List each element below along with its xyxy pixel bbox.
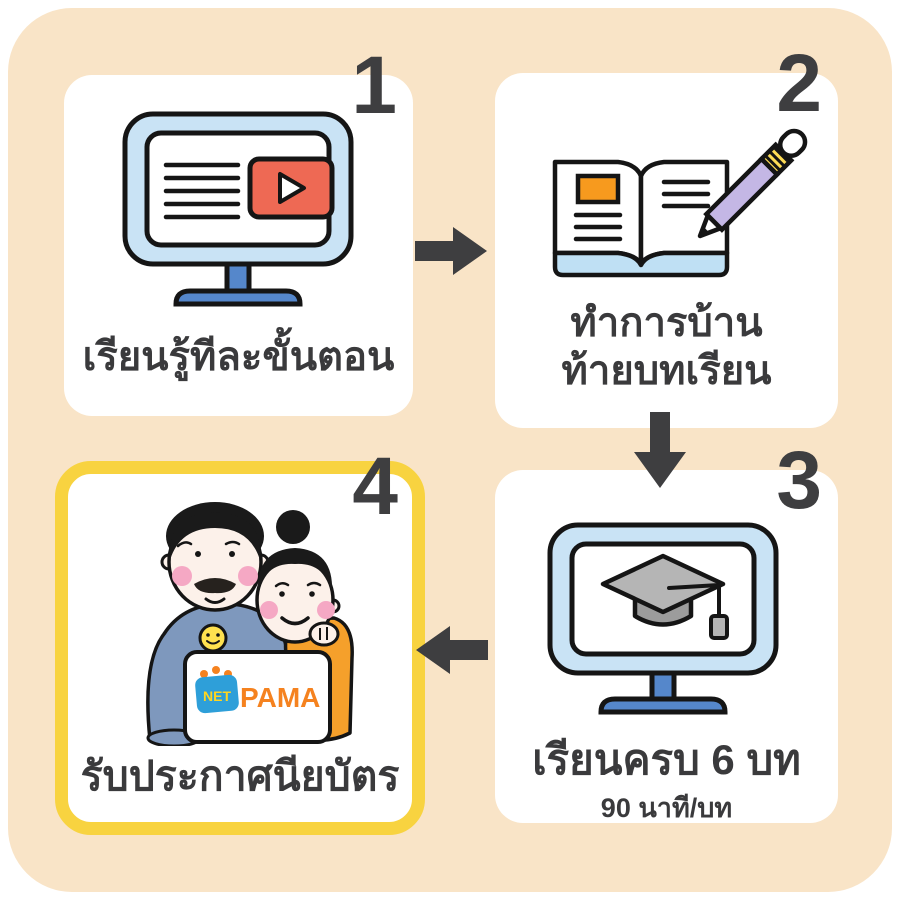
step-4-number: 4 [352, 441, 398, 532]
arrow-step3-to-step4-icon [416, 626, 488, 674]
step-4-caption: รับประกาศนียบัตร [80, 753, 400, 799]
step-1-number: 1 [351, 40, 397, 131]
step-3-card: 3 เรียนครบ 6 บท 90 นาที/บท [495, 440, 838, 823]
net-pama-logo: NET PAMA [195, 666, 320, 714]
smiley-badge-icon [198, 623, 228, 653]
arrow-step2-to-step3-icon [634, 412, 686, 488]
arrow-step1-to-step2-icon [415, 227, 487, 275]
step-3-number: 3 [776, 435, 822, 526]
book-image-placeholder [575, 173, 621, 205]
step-2-card: 2 ทำการบ้าน ท้ายบทเรียน [495, 43, 838, 428]
play-icon [278, 172, 306, 204]
certificate: NET PAMA [183, 650, 332, 744]
step-1-card: 1 เรียนรู้ทีละขั้นตอน [64, 45, 413, 416]
pencil-icon [697, 128, 808, 239]
book-text-lines [573, 179, 711, 242]
step-1-caption: เรียนรู้ทีละขั้นตอน [82, 335, 395, 379]
step-2-caption-line1: ทำการบ้าน [570, 301, 763, 345]
step-3-subcaption: 90 นาที/บท [600, 793, 733, 823]
logo-pama-text: PAMA [240, 682, 320, 713]
father-hand [308, 621, 340, 647]
step-2-caption-line2: ท้ายบทเรียน [561, 349, 772, 393]
graduation-cap-icon [600, 553, 729, 640]
step-3-caption: เรียนครบ 6 บท [532, 736, 801, 783]
step-2-number: 2 [776, 38, 822, 129]
monitor-graduation-icon [547, 522, 779, 715]
monitor-video-icon [122, 111, 354, 307]
parents-certificate-illustration: NET PAMA [146, 502, 354, 746]
step-2-caption: ทำการบ้าน ท้ายบทเรียน [495, 299, 838, 395]
text-lines [163, 162, 241, 220]
logo-net-text: NET [203, 688, 231, 704]
step-4-card: 4 [55, 446, 425, 835]
book-pencil-icon [552, 128, 808, 278]
